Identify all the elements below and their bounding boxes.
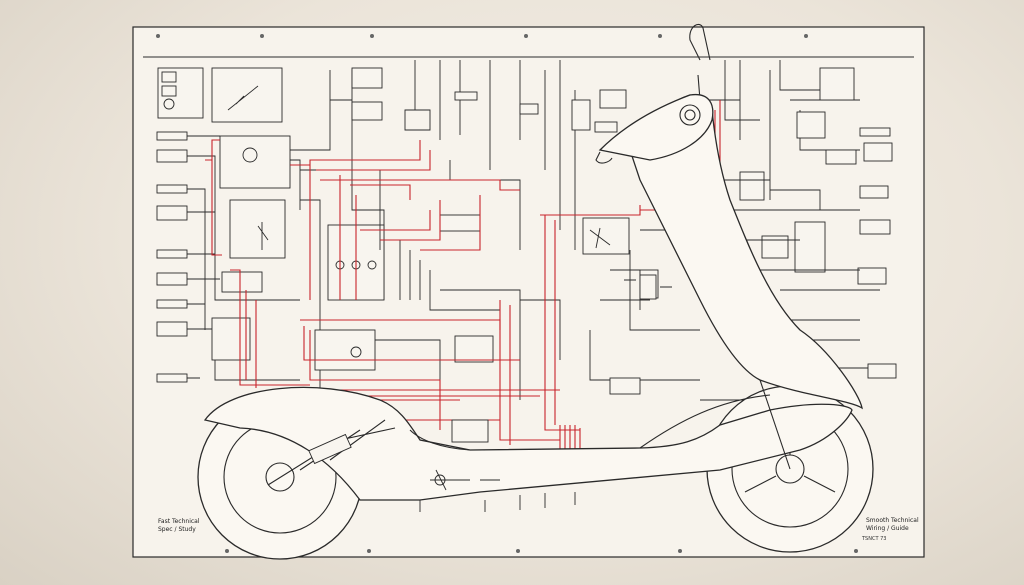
poster-pins bbox=[156, 34, 858, 553]
legend-br-line-1: Smooth Technical bbox=[866, 517, 919, 524]
legend-bottom-right: Smooth Technical Wiring / Guide bbox=[866, 517, 919, 532]
legend-bl-line-2: Spec / Study bbox=[158, 526, 196, 533]
scooter-outline bbox=[197, 23, 874, 560]
legend-bl-line-1: Fast Technical bbox=[158, 518, 200, 525]
left-component-labels bbox=[156, 67, 283, 383]
sheet-code: TSNCT 73 bbox=[861, 536, 886, 542]
legend-bottom-left: Fast Technical Spec / Study bbox=[158, 518, 200, 533]
legend-br-line-2: Wiring / Guide bbox=[866, 525, 909, 532]
black-wiring bbox=[187, 60, 897, 401]
component-symbols bbox=[257, 222, 672, 512]
